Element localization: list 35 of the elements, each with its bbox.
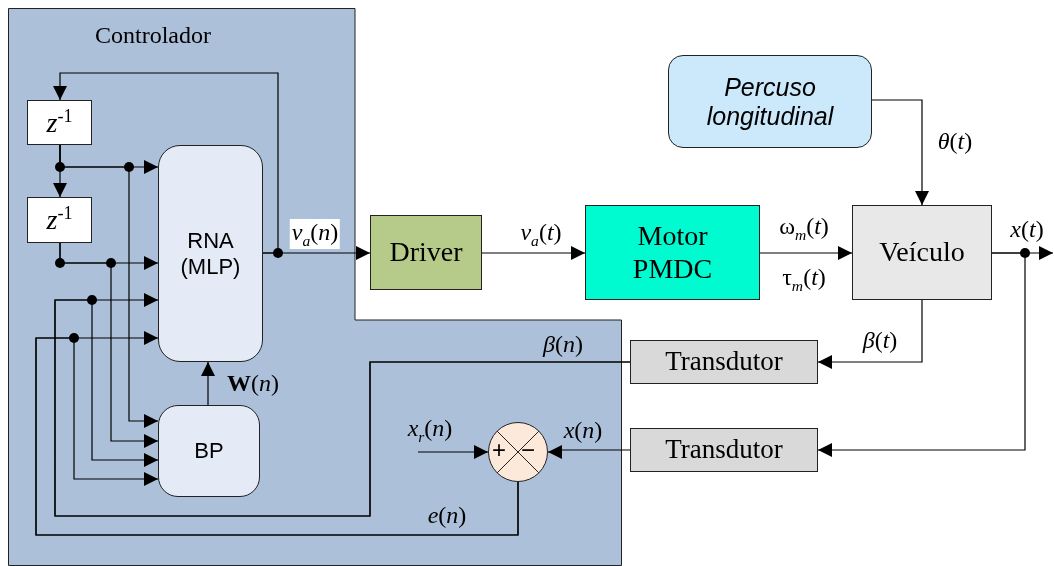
arrow	[481, 246, 586, 260]
arrow	[262, 246, 371, 260]
block-label: Transdutor	[665, 434, 783, 466]
delay-block	[27, 100, 92, 145]
minus-sign: −	[521, 436, 535, 464]
arrow	[817, 252, 1026, 457]
block-label: Motor PMDC	[631, 220, 714, 285]
transducer-block	[630, 340, 818, 384]
neural-network-block	[158, 145, 263, 362]
arrow	[417, 445, 489, 459]
path-block	[668, 55, 872, 148]
training-block	[158, 405, 260, 497]
edge-label: v$_{a}$(n)	[289, 219, 341, 249]
block-label: BP	[194, 438, 224, 464]
block-label: Percuso longitudinal	[705, 72, 835, 131]
transducer-block	[630, 428, 818, 472]
motor-block	[585, 205, 760, 300]
vehicle-block	[852, 205, 992, 300]
arrow	[871, 99, 929, 206]
arrow	[759, 246, 853, 260]
plus-sign: +	[492, 436, 506, 464]
block-label: Veículo	[879, 236, 965, 269]
block-label: Driver	[389, 236, 463, 269]
arrow	[59, 242, 159, 448]
arrow	[201, 361, 215, 406]
arrow	[59, 144, 159, 428]
delay-block	[27, 197, 92, 243]
arrow	[547, 445, 631, 459]
block-label: RNA (MLP)	[179, 228, 242, 279]
arrow	[817, 299, 923, 369]
block-label: Transdutor	[665, 346, 783, 378]
block-label: z$^{-1}$	[46, 203, 73, 237]
block-label: z$^{-1}$	[46, 105, 73, 140]
driver-block	[370, 215, 482, 290]
panel-title: Controlador	[95, 22, 211, 50]
